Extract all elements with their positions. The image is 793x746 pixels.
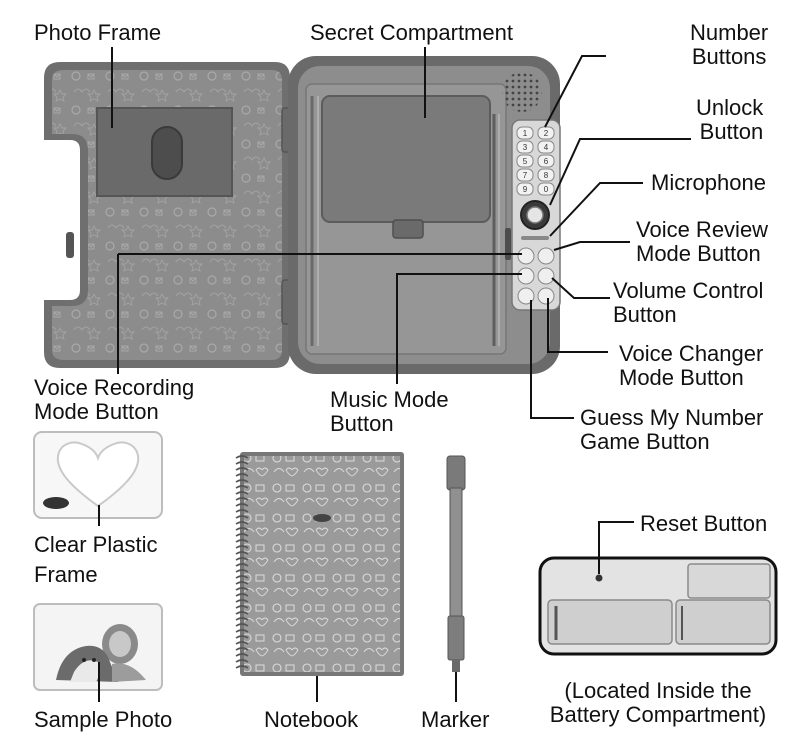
- marker-illustration: [446, 455, 466, 672]
- spiral-ring: [235, 509, 249, 513]
- number-key-6[interactable]: [537, 154, 555, 168]
- spiral-ring: [235, 587, 249, 591]
- spiral-ring: [235, 593, 249, 597]
- microphone-label: Microphone: [651, 170, 766, 195]
- voice-changer-mode-button[interactable]: [537, 287, 555, 305]
- number-key-1[interactable]: [516, 126, 534, 140]
- spiral-ring: [235, 635, 249, 639]
- speaker-grille: [502, 72, 542, 112]
- spiral-ring: [235, 473, 249, 477]
- spiral-ring: [235, 611, 249, 615]
- leader-lines: [98, 47, 691, 702]
- clear-plastic-frame: [33, 431, 163, 519]
- number-key-8[interactable]: [537, 168, 555, 182]
- spiral-ring: [235, 623, 249, 627]
- reset-button[interactable]: [595, 574, 603, 582]
- spiral-ring: [235, 551, 249, 555]
- heart-window: [56, 441, 140, 508]
- spiral-ring: [235, 455, 249, 459]
- spiral-ring: [235, 485, 249, 489]
- spiral-ring: [235, 461, 249, 465]
- number-key-3[interactable]: [516, 140, 534, 154]
- number-key-label: 0: [544, 185, 549, 194]
- notebook-illustration: [235, 452, 404, 676]
- number-key-4[interactable]: [537, 140, 555, 154]
- volume-control-button[interactable]: [537, 267, 555, 285]
- secret-compartment: [321, 95, 491, 223]
- reset-button-label: Reset Button: [640, 511, 768, 536]
- spiral-ring: [235, 521, 249, 525]
- spiral-ring: [235, 515, 249, 519]
- spiral-ring: [235, 539, 249, 543]
- spiral-ring: [235, 503, 249, 507]
- spiral-ring: [235, 479, 249, 483]
- left-cover-panel: [44, 62, 290, 368]
- spiral-ring: [235, 641, 249, 645]
- number-key-label: 5: [523, 157, 528, 166]
- music-mode-button[interactable]: [517, 267, 535, 285]
- spiral-ring: [235, 665, 249, 669]
- number-key-7[interactable]: [516, 168, 534, 182]
- notebook-label: Notebook: [264, 707, 359, 732]
- spiral-ring: [235, 569, 249, 573]
- number-key-label: 2: [544, 129, 549, 138]
- spiral-ring: [235, 575, 249, 579]
- voice-recording-mode-button[interactable]: [517, 247, 535, 265]
- spiral-ring: [235, 617, 249, 621]
- spiral-ring: [235, 581, 249, 585]
- spiral-ring: [235, 563, 249, 567]
- photo-frame-label: Photo Frame: [34, 20, 162, 45]
- spiral-ring: [235, 491, 249, 495]
- number-key-label: 6: [544, 157, 549, 166]
- battery-compartment: [538, 556, 778, 656]
- number-key-0[interactable]: [537, 182, 555, 196]
- spiral-ring: [235, 653, 249, 657]
- number-key-label: 8: [544, 171, 549, 180]
- number-key-label: 9: [523, 185, 528, 194]
- spiral-ring: [235, 605, 249, 609]
- spiral-ring: [235, 545, 249, 549]
- sample-photo: [33, 603, 163, 691]
- number-key-label: 7: [523, 171, 528, 180]
- sample-photo-label: Sample Photo: [34, 707, 173, 732]
- spiral-ring: [235, 629, 249, 633]
- spiral-ring: [235, 599, 249, 603]
- spiral-binding: [235, 455, 249, 669]
- spiral-ring: [235, 533, 249, 537]
- spiral-ring: [235, 659, 249, 663]
- number-key-label: 3: [523, 143, 528, 152]
- marker-label: Marker: [421, 707, 490, 732]
- notebook-logo: [313, 514, 331, 522]
- spiral-ring: [235, 497, 249, 501]
- number-key-9[interactable]: [516, 182, 534, 196]
- spiral-ring: [235, 557, 249, 561]
- number-key-label: 4: [544, 143, 549, 152]
- vtech-logo: [43, 497, 69, 509]
- number-key-5[interactable]: [516, 154, 534, 168]
- keypad: 1 2 3 4 5 6 7 8 9 0: [511, 119, 561, 311]
- right-body-panel: [288, 56, 560, 374]
- secret-compartment-label: Secret Compartment: [310, 20, 513, 45]
- spiral-ring: [235, 467, 249, 471]
- voice-review-mode-button[interactable]: [537, 247, 555, 265]
- microphone-slot: [521, 236, 549, 240]
- spiral-ring: [235, 647, 249, 651]
- spiral-ring: [235, 527, 249, 531]
- number-key-label: 1: [523, 129, 528, 138]
